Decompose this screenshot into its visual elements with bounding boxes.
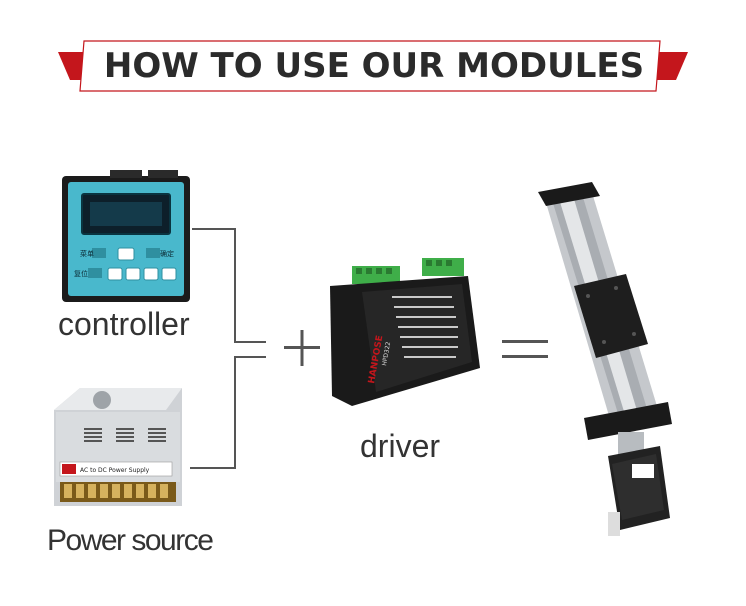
driver-image: HANPOSE HPD322 (330, 258, 480, 406)
driver-model: HPD322 (381, 341, 392, 366)
power-plate-text: AC to DC Power Supply (80, 467, 150, 474)
linear-actuator-image (538, 182, 672, 536)
controller-key-menu: 菜单 (80, 249, 94, 258)
power-supply-image: AC to DC Power Supply (54, 388, 182, 506)
equals-icon (502, 340, 548, 358)
controller-label: controller (58, 306, 190, 342)
controller-image: 菜单 确定 复位 (62, 170, 190, 302)
header-banner: HOW TO USE OUR MODULES (0, 0, 746, 110)
controller-key-reset: 复位 (74, 269, 88, 278)
plus-icon (284, 330, 320, 366)
page-title: HOW TO USE OUR MODULES (103, 46, 645, 86)
power-source-label: Power source (47, 524, 214, 557)
banner-shape (58, 40, 688, 92)
driver-label: driver (360, 428, 441, 464)
controller-key-ok: 确定 (160, 249, 174, 258)
